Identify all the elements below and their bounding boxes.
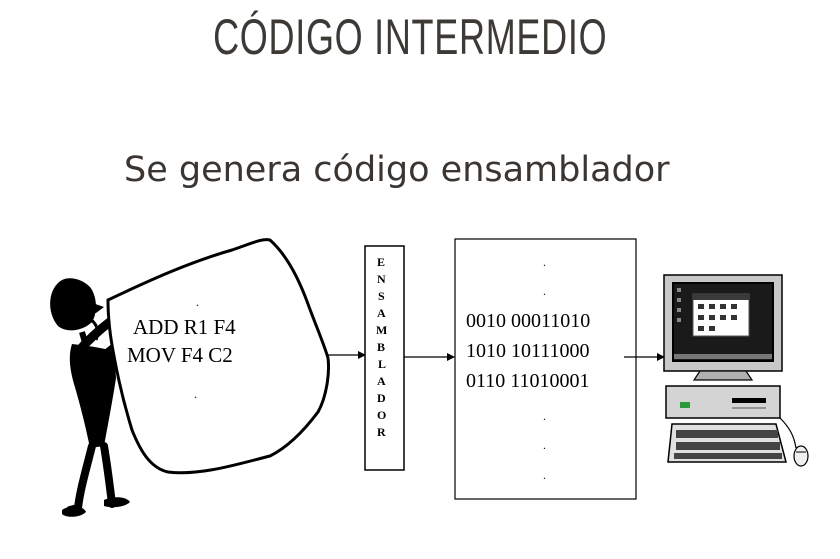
machine-code-line: 0110 11010001: [466, 370, 590, 392]
svg-text:A: A: [377, 306, 386, 320]
slide-title: CÓDIGO INTERMEDIO: [213, 9, 608, 65]
assembler-label: E N S A M B L A D O R: [376, 255, 387, 439]
machine-dot: .: [543, 284, 546, 298]
svg-text:E: E: [377, 255, 385, 269]
slide-subtitle: Se genera código ensamblador: [124, 150, 670, 190]
source-code-line: MOV F4 C2: [127, 343, 233, 367]
svg-text:D: D: [377, 391, 386, 405]
machine-code-box: [454, 238, 637, 500]
svg-text:R: R: [377, 425, 386, 439]
svg-text:L: L: [378, 357, 386, 371]
assembler-box: [364, 245, 405, 471]
svg-text:A: A: [377, 374, 386, 388]
machine-dot: .: [543, 255, 546, 269]
machine-dot: .: [543, 438, 546, 452]
svg-text:N: N: [377, 272, 386, 286]
svg-text:O: O: [377, 408, 386, 422]
sign-dot-top: .: [196, 295, 199, 309]
machine-code-line: 0010 00011010: [466, 310, 590, 332]
source-code-line: ADD R1 F4: [133, 315, 236, 339]
machine-code-line: 1010 10111000: [466, 340, 590, 362]
svg-text:S: S: [378, 289, 385, 303]
svg-text:M: M: [376, 323, 387, 337]
source-code-sign: [106, 238, 330, 475]
sign-dot-bottom: .: [194, 387, 197, 401]
machine-dot: .: [543, 468, 546, 482]
machine-dot: .: [543, 409, 546, 423]
svg-text:B: B: [377, 340, 385, 354]
desktop-computer-icon: [663, 274, 809, 467]
